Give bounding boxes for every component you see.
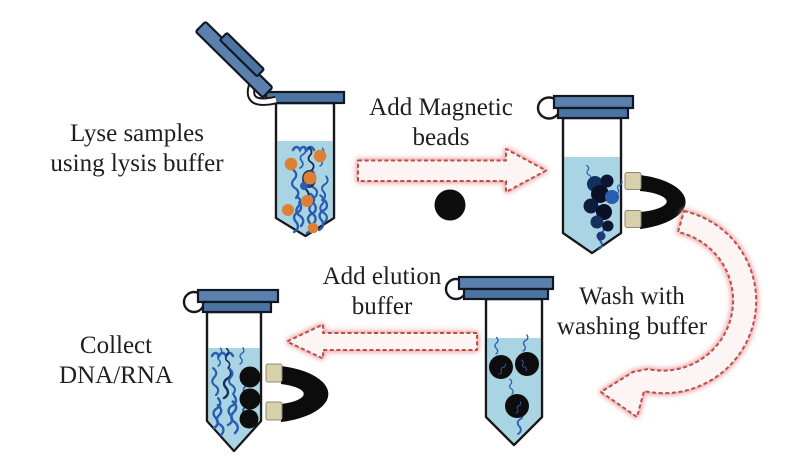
horseshoe-magnet-elution-icon bbox=[265, 363, 329, 422]
label-add-magnetic-beads: Add Magnetic beads bbox=[369, 94, 513, 151]
microtube-beads-captured bbox=[536, 94, 635, 255]
label-add-elution-buffer: Add elution buffer bbox=[322, 263, 442, 320]
microtube-washing bbox=[444, 275, 555, 447]
dashed-block-arrow-right-icon bbox=[357, 148, 547, 193]
label-lyse-samples: Lyse samples using lysis buffer bbox=[50, 120, 224, 177]
closed-lid bbox=[552, 94, 635, 110]
suspended-beads bbox=[489, 333, 539, 436]
bead-dna-cluster bbox=[583, 164, 624, 251]
magnetic-bead-icon bbox=[434, 189, 466, 221]
horseshoe-magnet-capture-icon bbox=[624, 172, 686, 229]
beads-on-wall bbox=[239, 366, 261, 429]
lysate-debris-dots bbox=[282, 149, 327, 234]
dashed-block-arrow-left-icon bbox=[286, 323, 478, 360]
closed-lid bbox=[457, 275, 555, 291]
tube-rim bbox=[264, 90, 346, 105]
label-collect-dna-rna: Collect DNA/RNA bbox=[59, 332, 173, 389]
open-lid bbox=[195, 21, 277, 106]
dashed-curved-arrow-icon bbox=[600, 210, 758, 418]
microtube-elution bbox=[182, 288, 280, 453]
closed-lid bbox=[196, 288, 280, 304]
label-wash-buffer: Wash with washing buffer bbox=[556, 283, 708, 340]
microtube-open-lid-icon bbox=[195, 21, 346, 238]
